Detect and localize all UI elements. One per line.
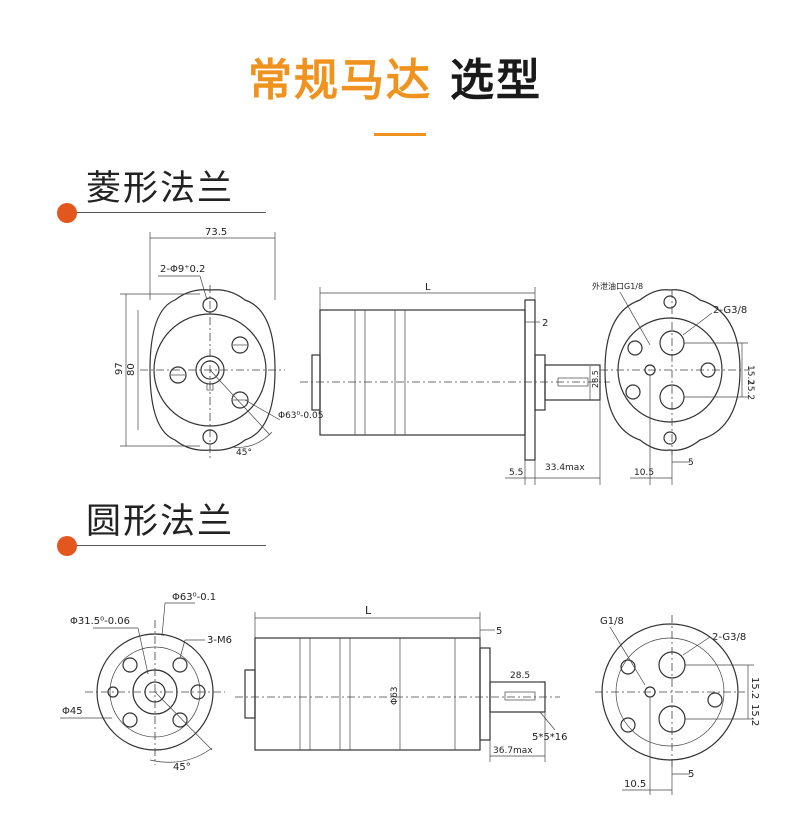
- section-underline-diamond: [66, 212, 266, 213]
- section-bullet-dot: [57, 536, 77, 556]
- dim-round-d63: Φ63: [390, 686, 400, 705]
- dim-round-10-5: 10.5: [624, 779, 646, 790]
- page-title-part2: 选型: [450, 55, 542, 106]
- dim-d31-5: Φ31.5⁰-0.06: [70, 616, 130, 627]
- dim-15-2-b: 15.2: [745, 380, 755, 400]
- dim-round-28-5: 28.5: [510, 671, 530, 681]
- label-round-ports: 2-G3/8: [712, 632, 746, 643]
- dim-2: 2: [542, 318, 548, 329]
- round-front-view: 45° Φ31.5⁰-0.06 Φ63⁰-0.1 3-M6 Φ45: [60, 592, 232, 773]
- section-title-round: 圆形法兰: [86, 502, 235, 542]
- dim-angle: 45°: [236, 448, 252, 458]
- label-drain-port: 外泄油口G1/8: [592, 281, 643, 291]
- dim-spigot: Φ63⁰-0.05: [278, 411, 323, 421]
- label-key: 5*5*16: [532, 732, 567, 743]
- section-title-diamond: 菱形法兰: [86, 169, 235, 209]
- label-round-g18: G1/8: [600, 616, 624, 627]
- section-underline-round: [66, 545, 266, 546]
- dim-width-73-5: 73.5: [205, 227, 227, 238]
- dim-d45: Φ45: [62, 706, 83, 717]
- diamond-port-view: 外泄油口G1/8 2-G3/8 15.2 15.2 10.5 5: [592, 281, 755, 485]
- dim-15-2-a: 15.2: [745, 365, 755, 385]
- dim-10-5: 10.5: [634, 468, 654, 478]
- dim-round-15-2-a: 15.2: [749, 677, 760, 699]
- dim-5-5: 5.5: [509, 468, 523, 478]
- round-side-view: L 5 Φ63 28.5 5*5*16 36.7max: [235, 604, 567, 762]
- dim-5: 5: [688, 458, 694, 468]
- dim-round-angle: 45°: [173, 762, 191, 773]
- diamond-front-view: 73.5 2-Φ9⁺0.2 97 80 Φ63⁰-0.05 45°: [114, 227, 323, 460]
- dim-round-5: 5: [688, 769, 694, 780]
- page-title: 常规马达选型: [0, 44, 790, 108]
- round-port-view: G1/8 2-G3/8 15.2 15.2 10.5 5: [595, 615, 760, 795]
- label-ports: 2-G3/8: [713, 305, 747, 316]
- dim-L: L: [425, 282, 431, 293]
- dim-shaft-length: 33.4max: [545, 463, 585, 473]
- dim-round-15-2-b: 15.2: [749, 704, 760, 726]
- diagram-diamond-flange: 73.5 2-Φ9⁺0.2 97 80 Φ63⁰-0.05 45°: [114, 227, 755, 485]
- dim-holes: 2-Φ9⁺0.2: [160, 264, 205, 275]
- dim-round-5-top: 5: [496, 626, 502, 637]
- dim-d63-tol: Φ63⁰-0.1: [172, 592, 216, 603]
- dim-28-5: 28.5: [591, 370, 600, 388]
- dim-h80: 80: [126, 363, 137, 376]
- title-underline: [374, 133, 426, 136]
- diamond-side-view: L 2 28.5 5.5 33.4max: [300, 282, 610, 485]
- dim-round-shaft-length: 36.7max: [493, 746, 533, 756]
- section-bullet-dot: [57, 203, 77, 223]
- label-screws: 3-M6: [207, 635, 232, 646]
- page-title-part1: 常规马达: [248, 55, 432, 106]
- diagram-round-flange: 45° Φ31.5⁰-0.06 Φ63⁰-0.1 3-M6 Φ45 L 5: [60, 592, 760, 795]
- dim-round-L: L: [365, 604, 372, 617]
- dim-h97: 97: [114, 362, 125, 375]
